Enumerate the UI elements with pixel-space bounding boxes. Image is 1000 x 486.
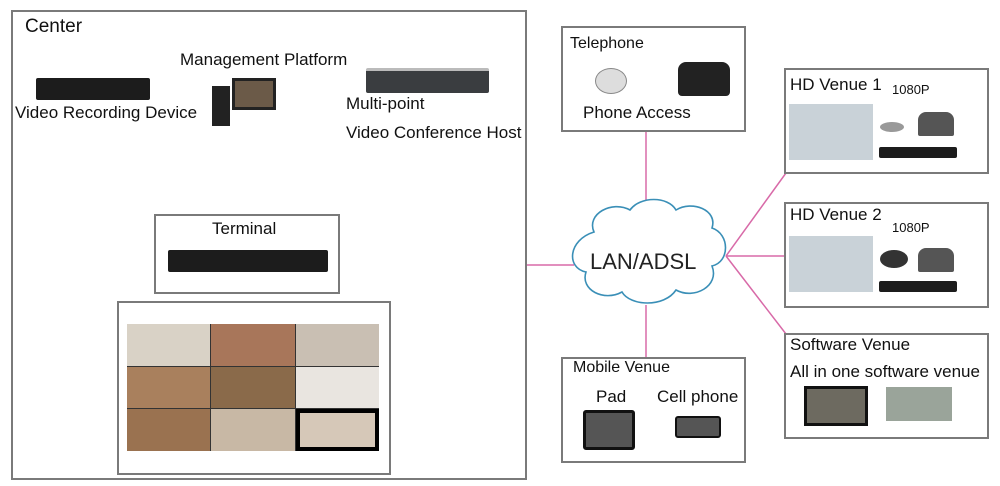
- software-venue-subtitle: All in one software venue: [790, 362, 980, 381]
- mcu-host-image: [366, 68, 489, 93]
- terminal-label: Terminal: [212, 219, 277, 238]
- hd-venue-2-photo: [789, 236, 873, 292]
- telephone-icon: [678, 62, 730, 96]
- software-venue-title: Software Venue: [790, 335, 911, 354]
- hd-venue-1-codec: [879, 147, 957, 158]
- hd-venue-1-photo: [789, 104, 873, 160]
- terminal-device-image: [168, 250, 328, 272]
- phone-network-icon: [595, 68, 627, 94]
- telephone-title: Telephone: [570, 35, 644, 52]
- mcu-label-line1: Multi-point: [346, 94, 425, 113]
- phone-access-label: Phone Access: [583, 103, 691, 122]
- link-hd1: [725, 172, 787, 257]
- hd-venue-1-resolution: 1080P: [892, 82, 930, 97]
- software-venue-tv: [804, 386, 868, 426]
- mcu-label-line2: Video Conference Host: [346, 123, 522, 142]
- mobile-venue-title: Mobile Venue: [573, 359, 670, 376]
- software-venue-photo: [886, 387, 952, 421]
- hd-venue-2-title: HD Venue 2: [790, 205, 882, 224]
- management-platform-label: Management Platform: [180, 50, 348, 69]
- management-pc-image: [212, 78, 278, 128]
- video-recording-device-image: [36, 78, 150, 100]
- telephone-box: [561, 26, 746, 132]
- video-wall-grid-image: [127, 324, 379, 451]
- center-title: Center: [25, 16, 83, 37]
- cell-phone-label: Cell phone: [657, 387, 739, 406]
- pad-label: Pad: [596, 387, 627, 406]
- hd-venue-1-camera: [918, 112, 954, 136]
- hd-venue-2-resolution: 1080P: [892, 220, 930, 235]
- hd-venue-1-mic: [880, 122, 904, 132]
- hd-venue-1-title: HD Venue 1: [790, 75, 882, 94]
- pad-image: [583, 410, 635, 450]
- hd-venue-2-mic: [880, 250, 908, 268]
- link-software: [725, 255, 787, 335]
- video-recording-device-label: Video Recording Device: [15, 103, 198, 122]
- hd-venue-2-camera: [918, 248, 954, 272]
- hd-venue-2-codec: [879, 281, 957, 292]
- cloud-shape: [571, 198, 727, 304]
- cell-phone-image: [675, 416, 721, 438]
- cloud-label: LAN/ADSL: [590, 249, 697, 274]
